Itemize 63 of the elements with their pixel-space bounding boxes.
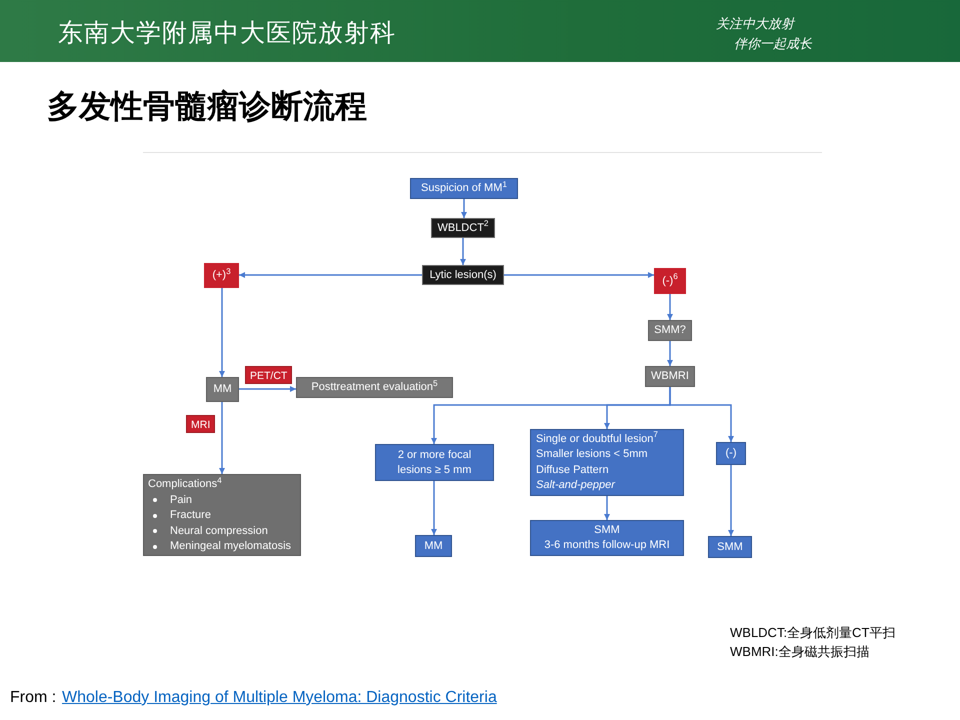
process-box (645, 366, 695, 387)
box-text: MM (424, 538, 443, 554)
process-box (204, 263, 239, 288)
slogan-text: 关注中大放射 (716, 17, 794, 33)
process-box (431, 218, 495, 238)
box-text: Salt-and-pepper (536, 478, 615, 493)
process-box (530, 429, 684, 496)
box-text: Diffuse Pattern (536, 462, 609, 478)
process-box (206, 377, 239, 402)
box-text: Posttreatment evaluation$^{5}$ (311, 380, 438, 395)
process-box (375, 444, 494, 481)
box-text: WBLDCT$^{2}$ (437, 220, 489, 236)
source-link: Whole-Body Imaging of Multiple Myeloma: Diagnostic Criteria (62, 688, 497, 708)
box-text: SMM? (654, 323, 686, 338)
process-box (648, 320, 692, 341)
box-text: SMM (594, 523, 620, 538)
box-text: (-) (726, 446, 736, 461)
box-text: Suspicion of MM$^{1}$ (421, 181, 507, 196)
arrow (460, 238, 466, 265)
list-item-text: Neural compression (170, 524, 268, 538)
box-text: Single or doubtful lesion$^{7}$ (536, 432, 658, 446)
slogan-text: 伴你一起成长 (734, 37, 812, 53)
arrow (667, 341, 673, 366)
page-title: 多发性骨髓瘤诊断流程 (47, 87, 367, 126)
arrow (461, 199, 467, 218)
abbreviation-note: WBMRI:全身磁共振扫描 (730, 643, 870, 660)
process-box (716, 442, 746, 465)
box-heading: Complications$^{4}$ (148, 477, 222, 492)
box-text: WBMRI (651, 369, 689, 384)
box-text: MM (213, 382, 232, 397)
process-box (654, 268, 686, 294)
arrow (667, 294, 673, 320)
arrow (239, 272, 422, 278)
box-text: (-)$^{6}$ (662, 274, 678, 288)
process-box (530, 520, 684, 556)
box-text: SMM (717, 540, 743, 554)
edge-label: PET/CT (245, 366, 292, 384)
list-item-text: Fracture (170, 508, 211, 523)
process-box (296, 377, 453, 398)
arrow (219, 288, 225, 377)
arrow (728, 465, 734, 536)
header-title: 东南大学附属中大医院放射科 (58, 18, 396, 48)
box-text: Smaller lesions < 5mm (536, 447, 648, 462)
arrow (504, 272, 654, 278)
list-item-text: Pain (170, 492, 192, 508)
arrow (669, 387, 734, 442)
abbreviation-note: WBLDCT:全身低剂量CT平扫 (730, 624, 896, 641)
process-box (415, 535, 452, 557)
source-prefix: From : (10, 688, 56, 708)
box-text: Lytic lesion(s) (430, 268, 496, 282)
note-box (143, 474, 301, 556)
arrow (239, 386, 296, 392)
box-text: 2 or more focal lesions ≥ 5 mm (396, 448, 472, 478)
arrow (219, 402, 225, 474)
process-box (410, 178, 518, 199)
box-text: (+)$^{3}$ (212, 268, 231, 283)
process-box (708, 536, 752, 558)
edge-label: MRI (186, 415, 216, 433)
process-box (422, 265, 504, 285)
list-item-text: Meningeal myelomatosis (170, 539, 292, 554)
box-text: 3-6 months follow-up MRI (544, 538, 670, 553)
arrow (431, 481, 437, 535)
arrow (604, 496, 610, 520)
